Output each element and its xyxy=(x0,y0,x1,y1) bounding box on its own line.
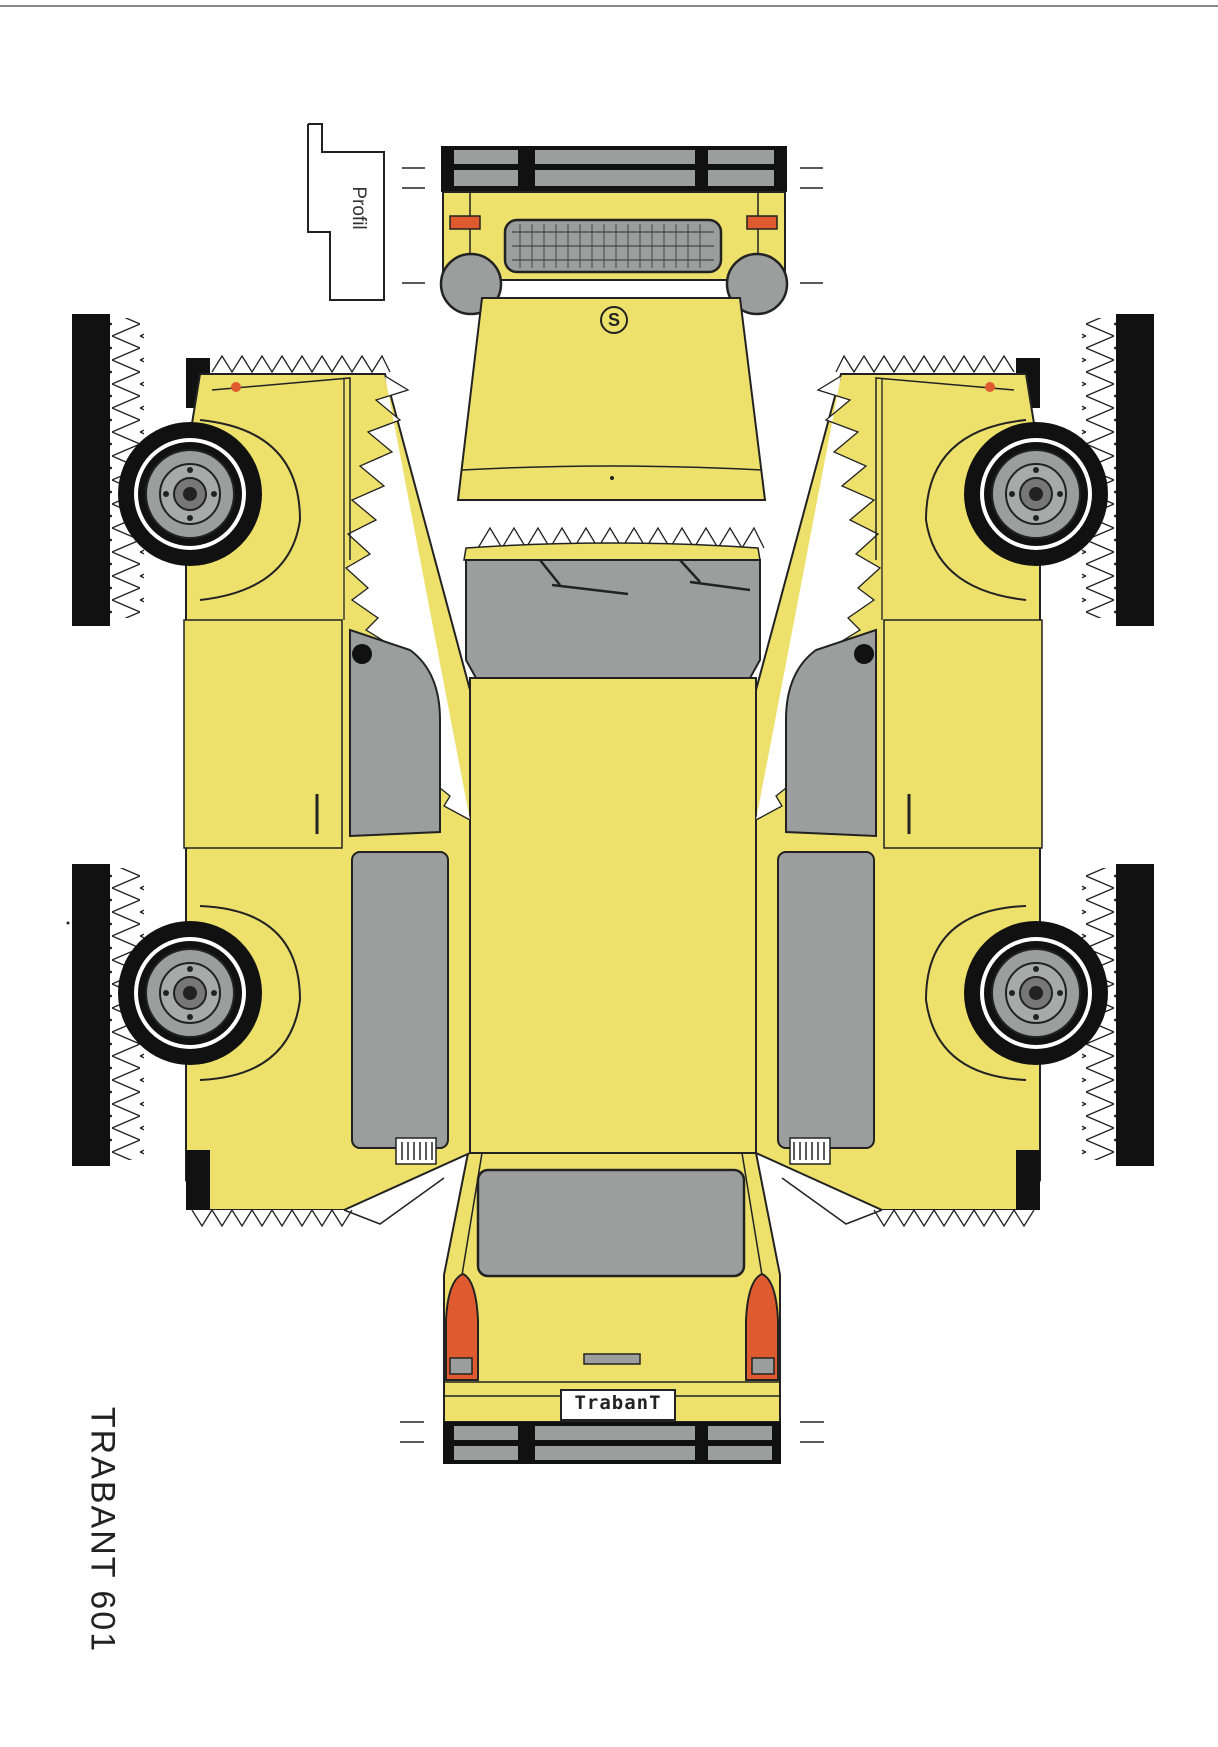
rear-panel xyxy=(400,1152,824,1464)
roof-panel xyxy=(463,526,765,1154)
hood-badge: S xyxy=(607,310,620,330)
left-side-panel xyxy=(66,314,471,1228)
profile-label: Profil xyxy=(338,168,378,248)
profile-label-text: Profil xyxy=(348,186,369,230)
right-side-panel xyxy=(755,314,1154,1228)
license-plate-text: TrabanT xyxy=(574,1392,662,1414)
hood-panel xyxy=(456,297,767,501)
model-title: TRABANT 601 xyxy=(72,1400,132,1660)
front-panel xyxy=(402,146,823,316)
profile-template xyxy=(307,123,385,301)
model-title-text: TRABANT 601 xyxy=(83,1406,122,1654)
